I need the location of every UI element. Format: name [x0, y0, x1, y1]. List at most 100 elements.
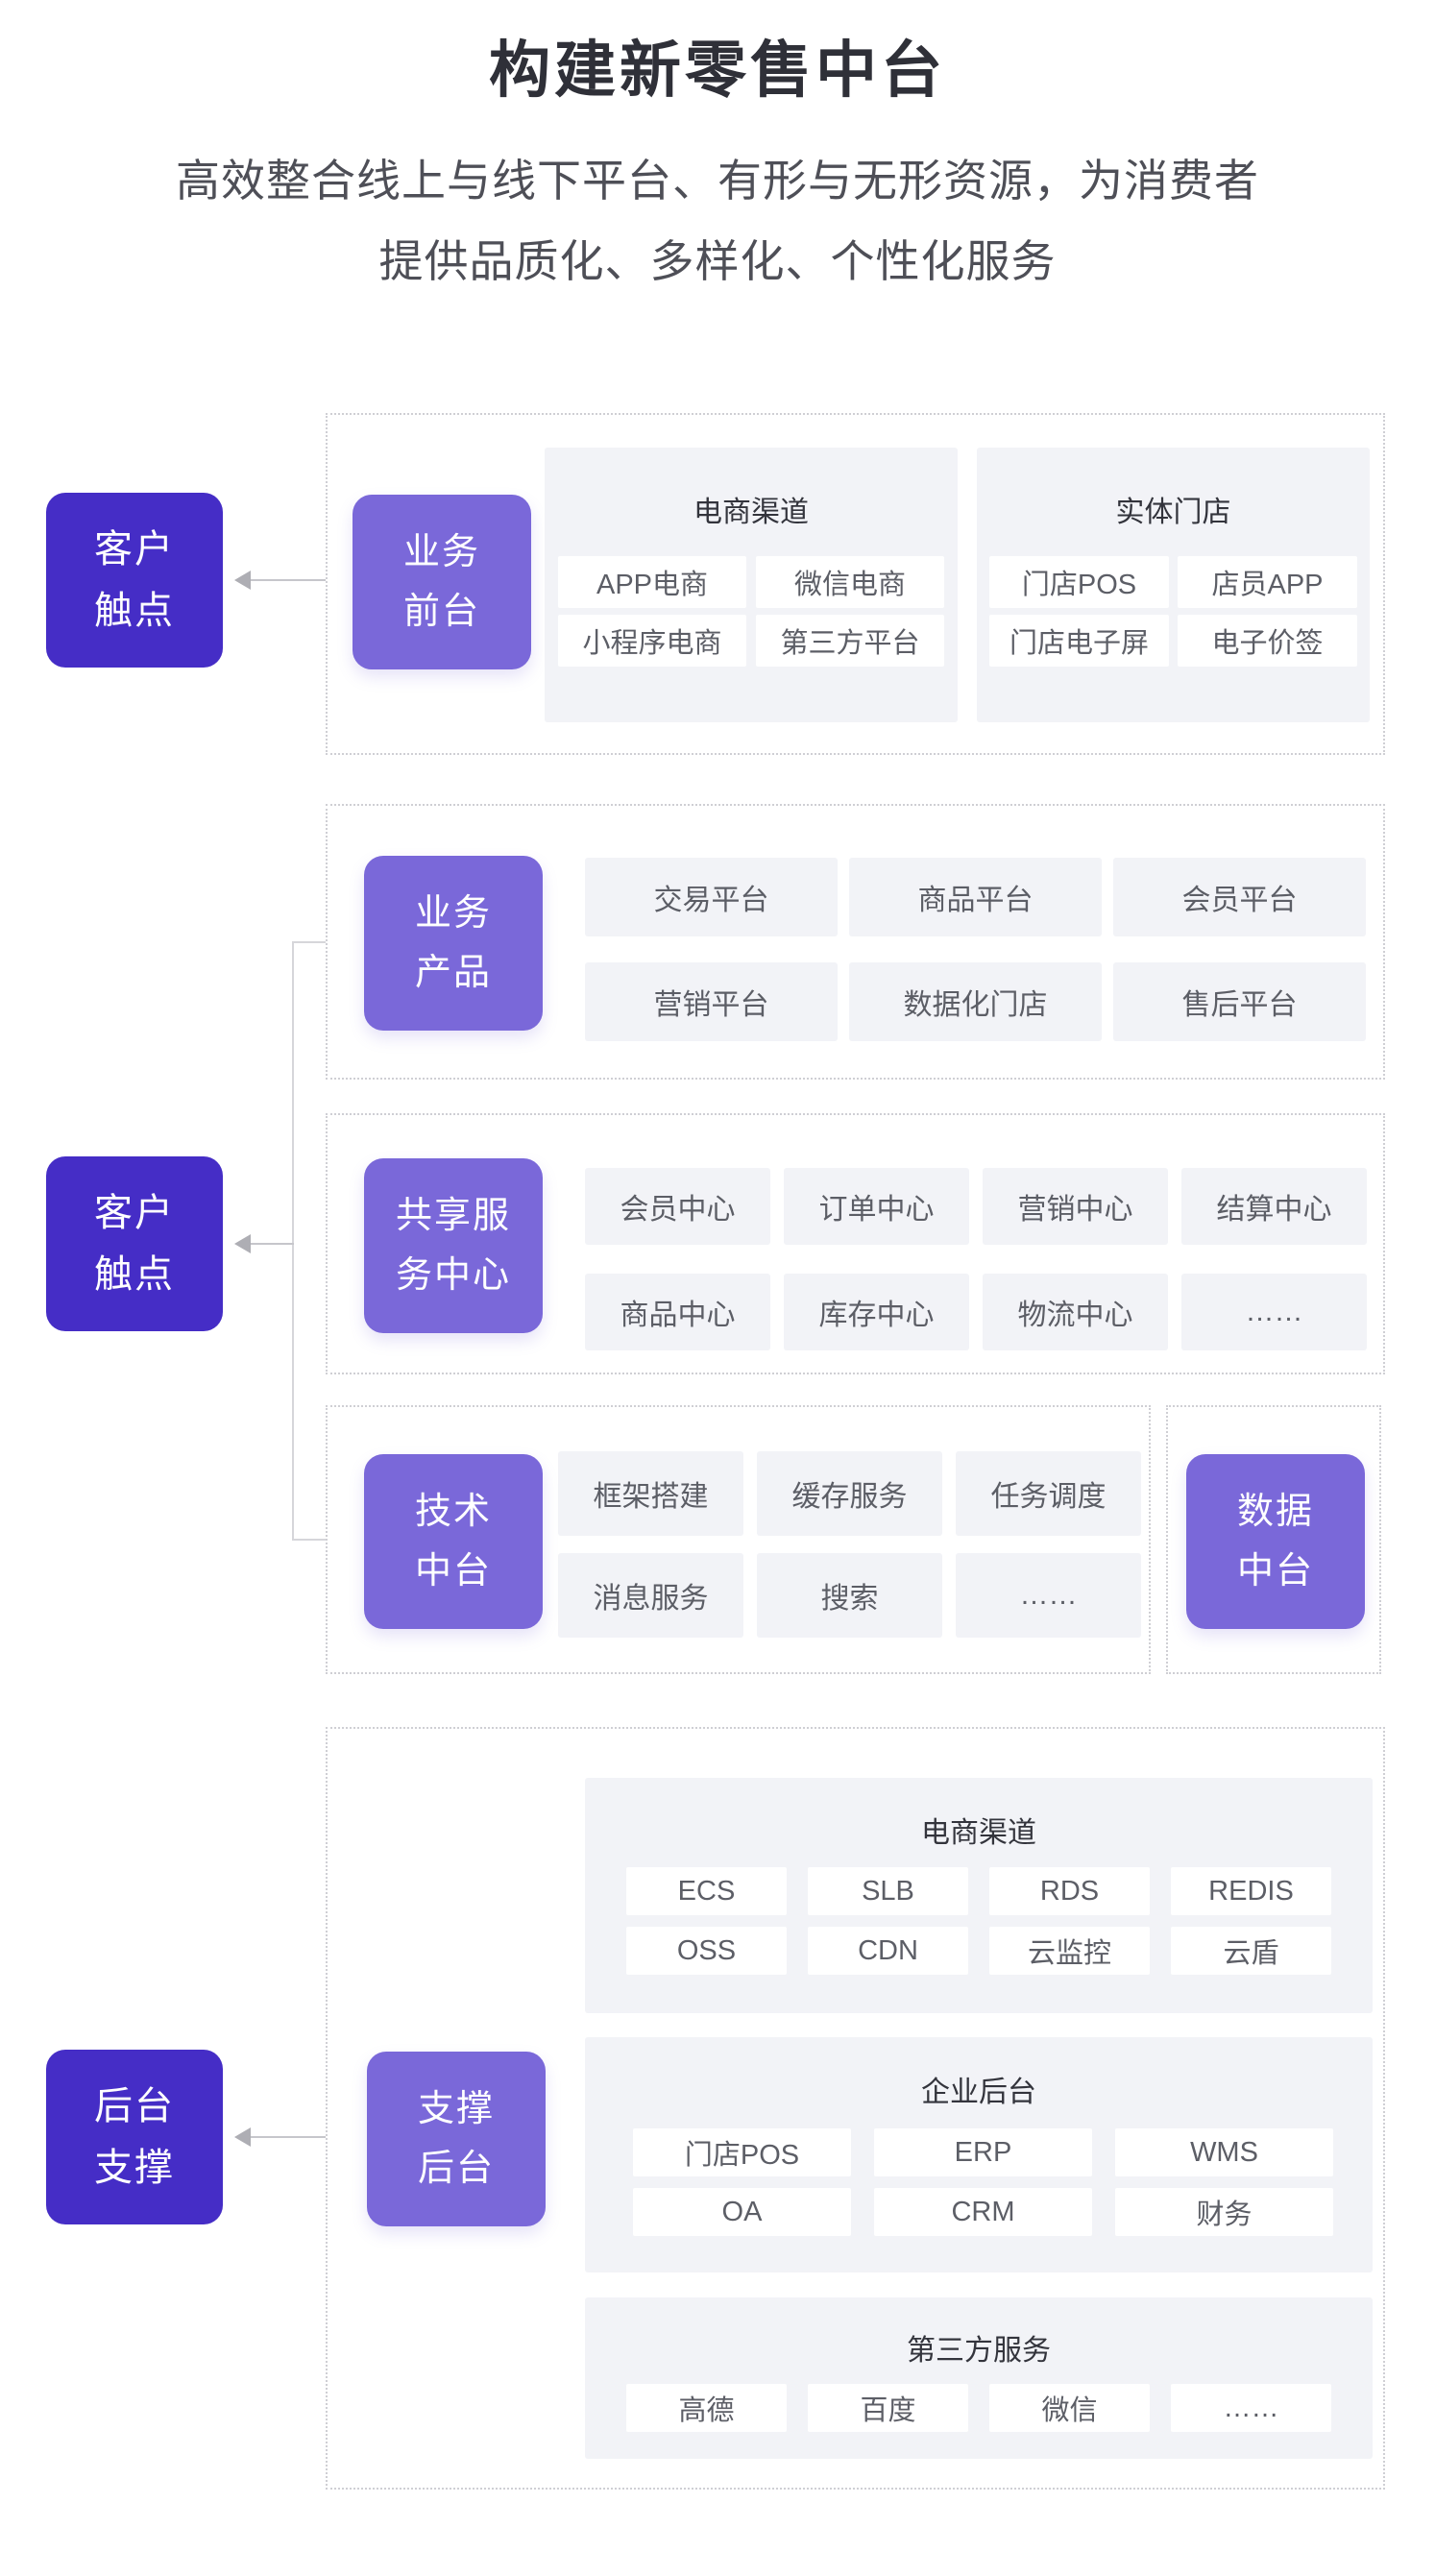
bracket-stub-top: [292, 941, 326, 943]
chip: 营销中心: [983, 1168, 1168, 1245]
chip: 营销平台: [585, 962, 838, 1041]
chip: 消息服务: [558, 1553, 743, 1638]
subtitle-line-2: 提供品质化、多样化、个性化服务: [378, 236, 1057, 286]
label-text: 后台: [417, 2149, 495, 2189]
chip: 电子价签: [1178, 615, 1357, 667]
chip: 微信电商: [756, 556, 944, 608]
side-box-customer-touchpoint-1: 客户 触点: [46, 493, 223, 668]
chip: 会员中心: [585, 1168, 770, 1245]
chip: REDIS: [1171, 1867, 1331, 1915]
chip: 库存中心: [784, 1274, 969, 1350]
label-box-front-office: 业务 前台: [353, 495, 531, 669]
connector-line: [248, 1243, 294, 1245]
chip: 物流中心: [983, 1274, 1168, 1350]
side-box-customer-touchpoint-2: 客户 触点: [46, 1156, 223, 1331]
chip: ERP: [874, 2128, 1092, 2176]
panel-cloud-services: 电商渠道 ECS SLB RDS REDIS OSS CDN 云监控 云盾: [585, 1778, 1373, 2013]
page-subtitle: 高效整合线上与线下平台、有形与无形资源，为消费者 提供品质化、多样化、个性化服务: [0, 140, 1435, 302]
page-title: 构建新零售中台: [489, 36, 946, 105]
chip: 云监控: [989, 1927, 1150, 1975]
chip: 门店电子屏: [989, 615, 1169, 667]
label-text: 数据: [1236, 1492, 1314, 1532]
chip: RDS: [989, 1867, 1150, 1915]
arrow-left-icon: [234, 2127, 251, 2147]
side-box-text: 触点: [94, 590, 175, 632]
panel-ecommerce-channel: 电商渠道 APP电商 微信电商 小程序电商 第三方平台: [545, 448, 958, 722]
chip: 交易平台: [585, 858, 838, 936]
chip: 小程序电商: [558, 615, 746, 667]
label-box-support-backend: 支撑 后台: [367, 2052, 546, 2226]
chip: SLB: [808, 1867, 968, 1915]
label-box-tech-middle: 技术 中台: [364, 1454, 543, 1629]
side-box-text: 支撑: [94, 2147, 175, 2189]
bracket-stub-bottom: [292, 1539, 326, 1541]
chip: 任务调度: [956, 1451, 1141, 1536]
chip: 框架搭建: [558, 1451, 743, 1536]
subtitle-line-1: 高效整合线上与线下平台、有形与无形资源，为消费者: [176, 156, 1259, 206]
label-text: 共享服: [395, 1196, 511, 1236]
arrow-left-icon: [234, 571, 251, 590]
section-data-middle: 数据 中台: [1166, 1405, 1381, 1674]
bracket-line: [292, 941, 294, 1541]
panel-header: 企业后台: [921, 2077, 1036, 2108]
chip: 财务: [1115, 2188, 1333, 2236]
label-text: 支撑: [417, 2089, 495, 2129]
label-text: 务中心: [395, 1255, 511, 1296]
label-text: 中台: [414, 1551, 492, 1592]
chip: ……: [956, 1553, 1141, 1638]
chip: 百度: [808, 2384, 968, 2432]
chip: 门店POS: [633, 2128, 851, 2176]
connector-line: [248, 579, 327, 581]
chip: 数据化门店: [849, 962, 1102, 1041]
chip: ECS: [626, 1867, 787, 1915]
chip: 订单中心: [784, 1168, 969, 1245]
label-text: 业务: [414, 893, 492, 934]
chip: 会员平台: [1113, 858, 1366, 936]
chip: 门店POS: [989, 556, 1169, 608]
chip: 店员APP: [1178, 556, 1357, 608]
arrow-left-icon: [234, 1234, 251, 1253]
chip: 搜索: [757, 1553, 942, 1638]
side-box-text: 触点: [94, 1253, 175, 1296]
section-support-backend: 支撑 后台 电商渠道 ECS SLB RDS REDIS OSS CDN 云监控…: [326, 1727, 1385, 2490]
section-shared-services: 共享服 务中心 会员中心 订单中心 营销中心 结算中心 商品中心 库存中心 物流…: [326, 1113, 1385, 1374]
chip: 缓存服务: [757, 1451, 942, 1536]
panel-physical-store: 实体门店 门店POS 店员APP 门店电子屏 电子价签: [977, 448, 1370, 722]
panel-header: 电商渠道: [693, 497, 809, 528]
chip: 微信: [989, 2384, 1150, 2432]
chip: CRM: [874, 2188, 1092, 2236]
chip: 高德: [626, 2384, 787, 2432]
chip: 结算中心: [1181, 1168, 1367, 1245]
chip: ……: [1171, 2384, 1331, 2432]
panel-enterprise-backend: 企业后台 门店POS ERP WMS OA CRM 财务: [585, 2037, 1373, 2272]
label-text: 产品: [414, 953, 492, 993]
side-box-text: 客户: [94, 528, 175, 571]
panel-header: 第三方服务: [907, 2335, 1051, 2367]
panel-header: 实体门店: [1115, 497, 1231, 528]
label-text: 中台: [1236, 1551, 1314, 1592]
chip: APP电商: [558, 556, 746, 608]
chip: ……: [1181, 1274, 1367, 1350]
chip: 第三方平台: [756, 615, 944, 667]
chip: OA: [633, 2188, 851, 2236]
label-text: 前台: [402, 592, 480, 632]
chip: 商品中心: [585, 1274, 770, 1350]
label-box-data-middle: 数据 中台: [1186, 1454, 1365, 1629]
side-box-backend-support: 后台 支撑: [46, 2050, 223, 2224]
chip: 云盾: [1171, 1927, 1331, 1975]
side-box-text: 后台: [94, 2085, 175, 2127]
chip: WMS: [1115, 2128, 1333, 2176]
label-text: 业务: [402, 532, 480, 572]
panel-header: 电商渠道: [921, 1817, 1036, 1849]
section-tech-middle: 技术 中台 框架搭建 缓存服务 任务调度 消息服务 搜索 ……: [326, 1405, 1151, 1674]
label-box-shared-services: 共享服 务中心: [364, 1158, 543, 1333]
section-front-office: 业务 前台 电商渠道 APP电商 微信电商 小程序电商 第三方平台 实体门店 门…: [326, 413, 1385, 755]
chip: OSS: [626, 1927, 787, 1975]
label-text: 技术: [414, 1492, 492, 1532]
side-box-text: 客户: [94, 1192, 175, 1234]
panel-third-party-services: 第三方服务 高德 百度 微信 ……: [585, 2297, 1373, 2459]
chip: 商品平台: [849, 858, 1102, 936]
chip: 售后平台: [1113, 962, 1366, 1041]
section-business-products: 业务 产品 交易平台 商品平台 会员平台 营销平台 数据化门店 售后平台: [326, 804, 1385, 1080]
